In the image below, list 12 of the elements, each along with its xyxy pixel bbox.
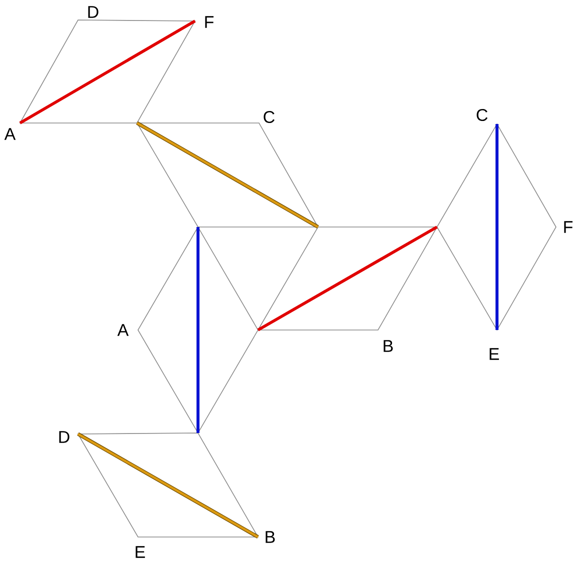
vertex-label: C bbox=[264, 110, 274, 124]
vertex-label: B bbox=[384, 340, 393, 352]
vertex-label: E bbox=[136, 546, 145, 558]
vertex-label: F bbox=[564, 221, 573, 233]
vertex-label: F bbox=[205, 16, 214, 28]
vertex-label: A bbox=[4, 128, 16, 140]
vertex-label: B bbox=[266, 531, 275, 543]
vertex-label: D bbox=[59, 431, 70, 443]
vertex-label: A bbox=[117, 324, 129, 336]
vertex-label: C bbox=[476, 108, 488, 122]
vertex-label: E bbox=[490, 348, 499, 360]
vertex-label: D bbox=[88, 6, 98, 18]
